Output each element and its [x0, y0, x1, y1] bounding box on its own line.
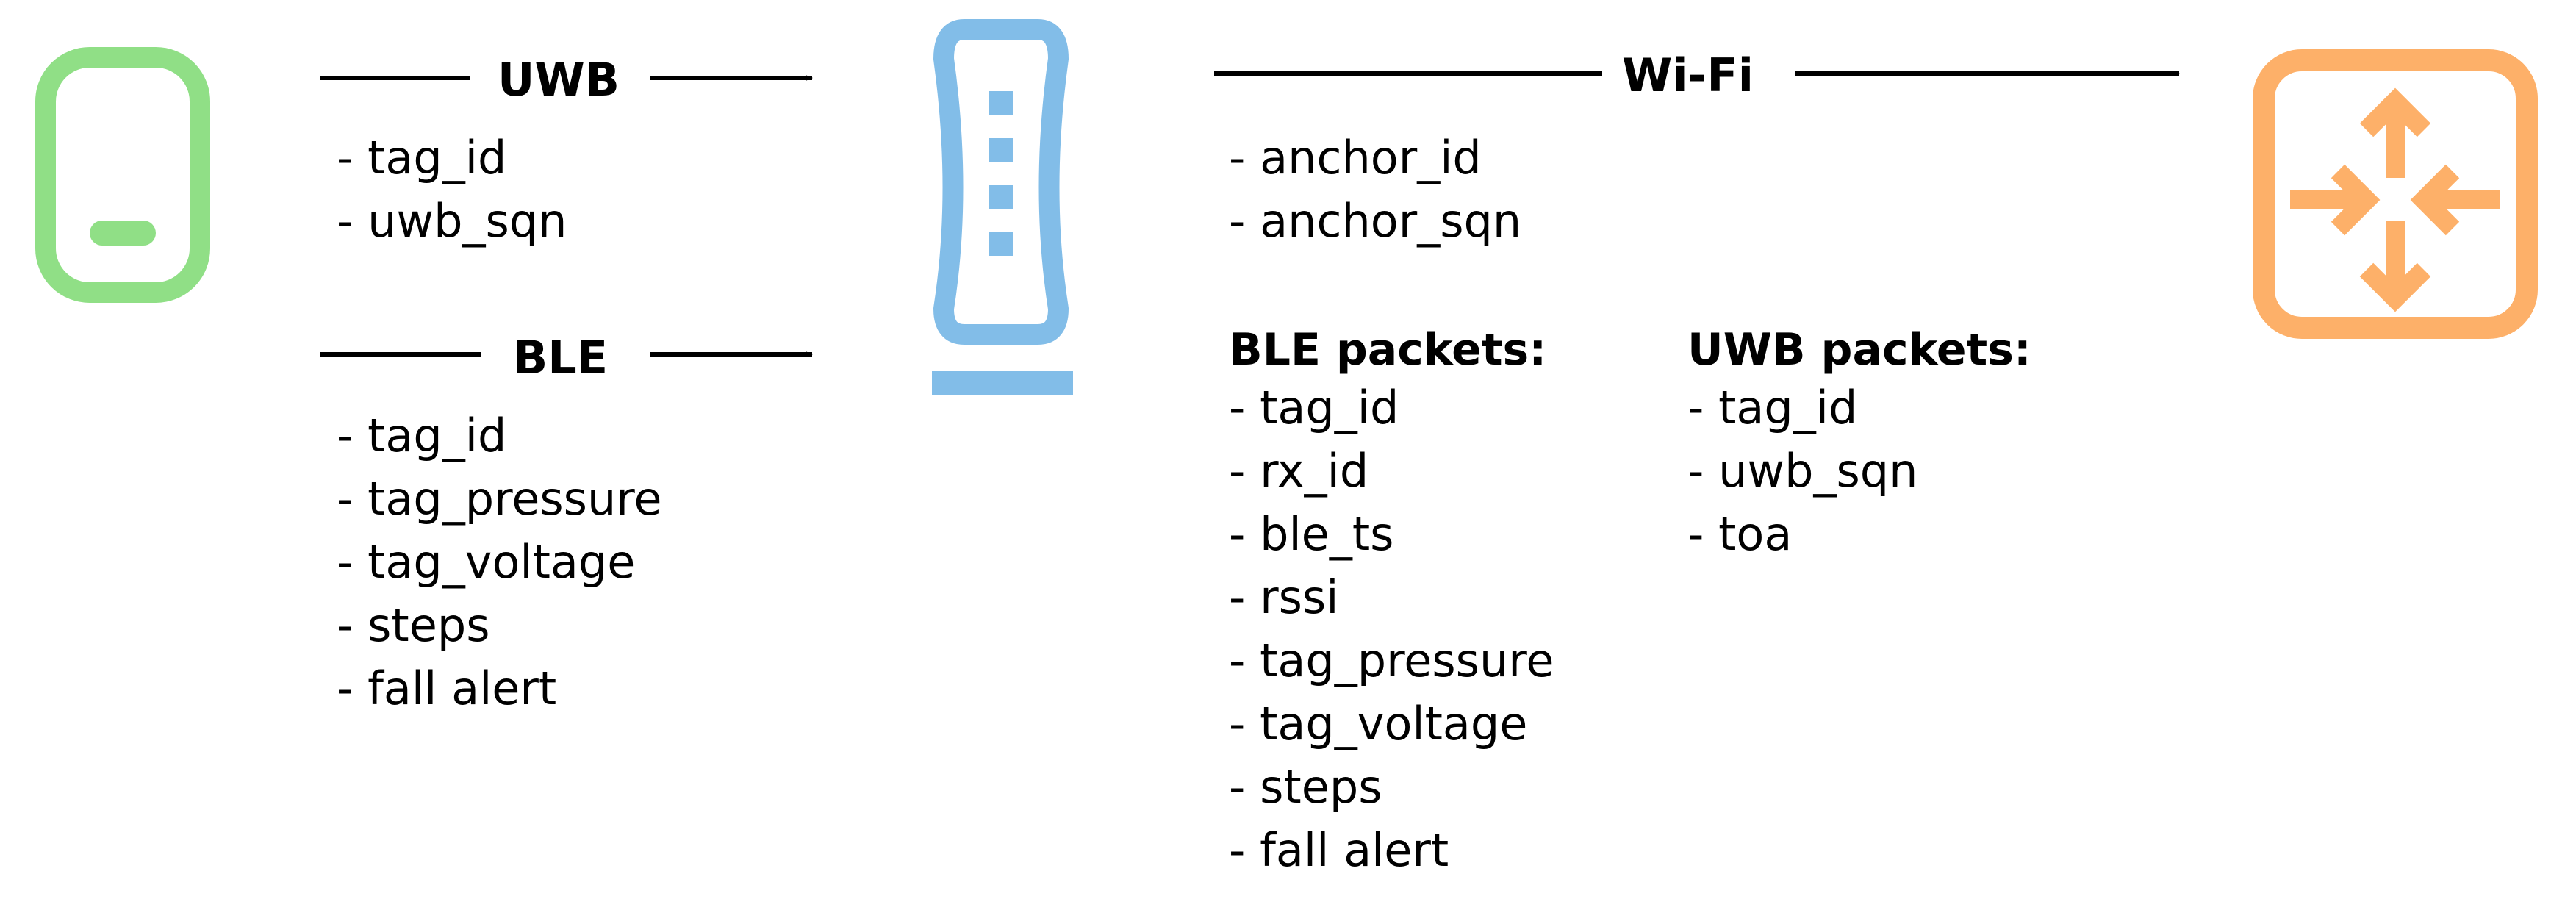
ble-link-label: BLE: [513, 331, 609, 384]
anchor-device-icon: [932, 19, 1073, 395]
list-item: anchor_id: [1229, 126, 1521, 190]
wifi-link-label: Wi-Fi: [1622, 49, 1754, 102]
list-item: tag_pressure: [1229, 629, 1554, 692]
phone-icon: [35, 47, 210, 303]
list-item: ble_ts: [1229, 503, 1554, 566]
list-item: steps: [1229, 756, 1554, 819]
uwb-field-list: tag_id uwb_sqn: [337, 126, 567, 253]
uwb-link-label: UWB: [498, 53, 620, 107]
ble-packets-title: BLE packets:: [1229, 324, 1547, 376]
ble-packets-list: tag_id rx_id ble_ts rssi tag_pressure ta…: [1229, 376, 1554, 882]
router-icon: [2253, 49, 2538, 339]
list-item: tag_id: [337, 404, 662, 467]
list-item: tag_id: [1229, 376, 1554, 440]
list-item: uwb_sqn: [337, 190, 567, 253]
list-item: tag_id: [1687, 376, 1917, 440]
list-item: steps: [337, 594, 662, 657]
list-item: uwb_sqn: [1687, 440, 1917, 503]
wifi-field-list: anchor_id anchor_sqn: [1229, 126, 1521, 253]
list-item: fall alert: [1229, 819, 1554, 882]
list-item: tag_voltage: [1229, 692, 1554, 756]
list-item: tag_pressure: [337, 467, 661, 531]
list-item: rssi: [1229, 566, 1554, 629]
list-item: rx_id: [1229, 440, 1554, 503]
ble-field-list: tag_id tag_pressure tag_voltage steps fa…: [337, 404, 662, 720]
uwb-packets-title: UWB packets:: [1687, 324, 2031, 376]
list-item: fall alert: [337, 657, 662, 720]
list-item: tag_voltage: [337, 531, 662, 594]
list-item: toa: [1687, 503, 1917, 566]
uwb-packets-list: tag_id uwb_sqn toa: [1687, 376, 1917, 566]
list-item: tag_id: [337, 126, 567, 190]
list-item: anchor_sqn: [1229, 190, 1521, 253]
